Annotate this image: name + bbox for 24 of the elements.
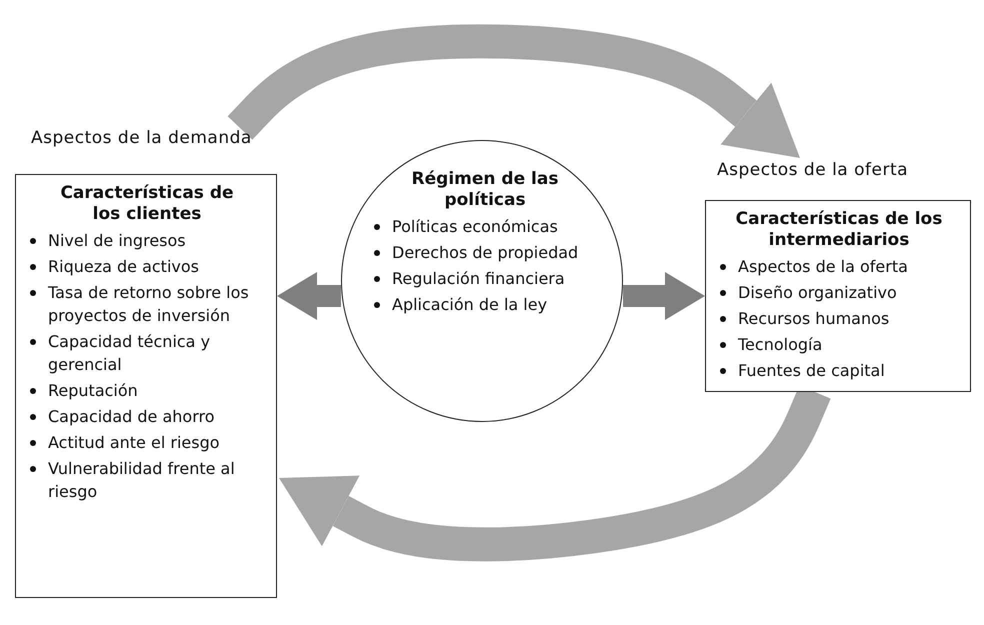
list-item: Reputación — [48, 380, 138, 402]
list-item: Capacidad de ahorro — [48, 406, 215, 428]
block-arrow — [277, 272, 341, 320]
list-item: Derechos de propiedad — [392, 242, 578, 264]
list-item: Fuentes de capital — [738, 360, 885, 382]
list-item: Recursos humanos — [738, 308, 890, 330]
panel-heading: Características de los intermediarios — [734, 209, 944, 251]
list-item: Capacidad técnica y gerencial — [48, 331, 212, 376]
panel-heading: Características de los clientes — [59, 183, 235, 225]
list-item: Vulnerabilidad frente al riesgo — [48, 458, 236, 503]
list-item: Riqueza de activos — [48, 256, 199, 278]
list-item: Tecnología — [738, 334, 822, 356]
list-item: Nivel de ingresos — [48, 230, 186, 252]
list-item: Actitud ante el riesgo — [48, 432, 220, 454]
list-item: Aplicación de la ley — [392, 294, 548, 316]
list-item: Tasa de retorno sobre los proyectos de inversión — [48, 282, 250, 327]
block-arrow — [623, 272, 705, 320]
group-label: Aspectos de la demanda — [31, 128, 252, 148]
list-item: Políticas económicas — [392, 216, 558, 238]
list-item: Diseño organizativo — [738, 282, 897, 304]
group-label: Aspectos de la oferta — [717, 160, 908, 180]
list-item: Regulación financiera — [392, 268, 565, 290]
panel-heading: Régimen de las políticas — [410, 169, 560, 211]
list-item: Aspectos de la oferta — [738, 256, 908, 278]
